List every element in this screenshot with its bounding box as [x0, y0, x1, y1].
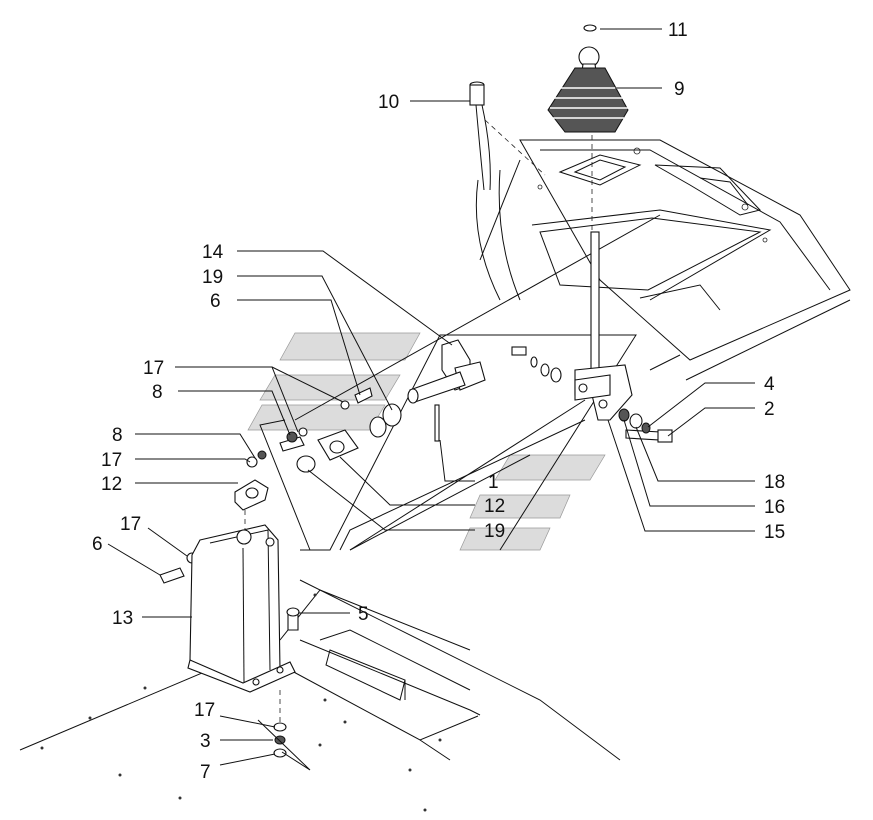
callout-1: 1 [488, 472, 499, 493]
callout-16: 16 [764, 497, 785, 518]
callout-15: 15 [764, 522, 785, 543]
leader-lines [107, 28, 755, 771]
callout-19-bottom: 19 [484, 521, 505, 542]
callout-17-bottom: 17 [194, 700, 215, 721]
console-housing [475, 139, 851, 381]
bolt-icon [159, 346, 673, 631]
callout-18: 18 [764, 472, 785, 493]
guide-rails [259, 214, 661, 551]
callout-19-top: 19 [202, 267, 223, 288]
callout-6-low: 6 [92, 534, 103, 555]
nut-icon [273, 690, 287, 758]
callout-2: 2 [764, 399, 775, 420]
callout-9: 9 [674, 79, 685, 100]
indicator-lamp-icon [469, 81, 546, 191]
callout-6-top: 6 [210, 291, 221, 312]
callout-11: 11 [668, 20, 688, 41]
callout-5: 5 [358, 604, 369, 625]
callout-labels: 11 9 10 14 19 6 17 8 8 17 12 17 6 13 5 1… [92, 20, 785, 783]
callout-12-right: 12 [484, 496, 505, 517]
ghost-plates [247, 332, 606, 551]
callout-8-mid: 8 [112, 425, 123, 446]
callout-3: 3 [200, 731, 211, 752]
callout-17-top: 17 [143, 358, 164, 379]
callout-10: 10 [378, 92, 399, 113]
floor-plate [19, 579, 621, 812]
callout-8-top: 8 [152, 382, 163, 403]
callout-7: 7 [200, 762, 211, 783]
lever-bracket-icon [574, 231, 633, 421]
callout-4: 4 [764, 374, 775, 395]
pivot-shaft [407, 339, 486, 442]
callout-13: 13 [112, 608, 133, 629]
callout-17-low: 17 [120, 514, 141, 535]
rubber-boot-icon [547, 67, 629, 230]
callout-14: 14 [202, 242, 224, 263]
support-column-icon [187, 510, 296, 693]
callout-17-mid: 17 [101, 450, 122, 471]
callout-12-left: 12 [101, 474, 122, 495]
mounting-flange [234, 429, 359, 511]
